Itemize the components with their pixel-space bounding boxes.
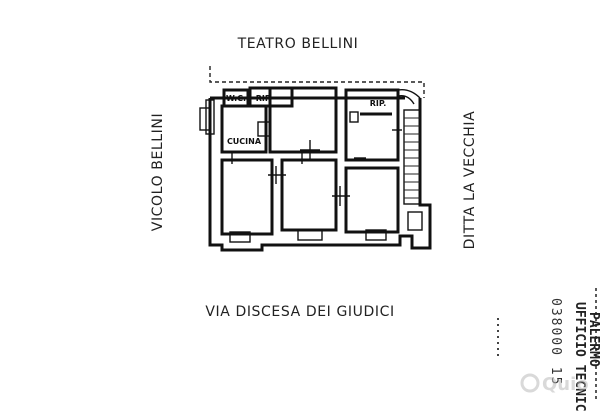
room-wc: W.C. bbox=[222, 88, 250, 108]
property-boundary bbox=[209, 66, 425, 98]
room-label-rip-left: RIP. bbox=[256, 94, 273, 103]
staircase bbox=[397, 88, 423, 231]
label-vicolo-bellini: VICOLO BELLINI bbox=[150, 113, 166, 231]
office-stamp: 038000 15 UFFICIO TECNICO PALERMO bbox=[548, 288, 601, 412]
room-upper-center bbox=[268, 86, 338, 160]
label-teatro-bellini: TEATRO BELLINI bbox=[237, 36, 359, 52]
room-label-cucina: CUCINA bbox=[227, 137, 262, 146]
room-lower-right bbox=[332, 166, 400, 241]
watermark-logo: Quio bbox=[520, 373, 589, 395]
watermark-text: Quio bbox=[542, 374, 589, 395]
room-label-rip-right: RIP. bbox=[370, 99, 387, 108]
label-via-discesa-dei-giudici: VIA DISCESA DEI GIUDICI bbox=[205, 304, 394, 320]
room-lower-center bbox=[268, 158, 338, 241]
label-ditta-la-vecchia: DITTA LA VECCHIA bbox=[462, 111, 478, 250]
room-lower-left bbox=[220, 158, 274, 243]
building-outline bbox=[199, 96, 432, 252]
stamp-line-1: UFFICIO TECNICO bbox=[572, 302, 587, 412]
room-rip-right: RIP. bbox=[344, 88, 400, 162]
room-label-wc: W.C. bbox=[226, 94, 246, 103]
stamp-number: 038000 15 bbox=[548, 298, 563, 386]
stamp-line-2: PALERMO bbox=[586, 312, 601, 367]
door-markers bbox=[231, 129, 402, 164]
room-cucina: CUCINA bbox=[220, 104, 271, 154]
